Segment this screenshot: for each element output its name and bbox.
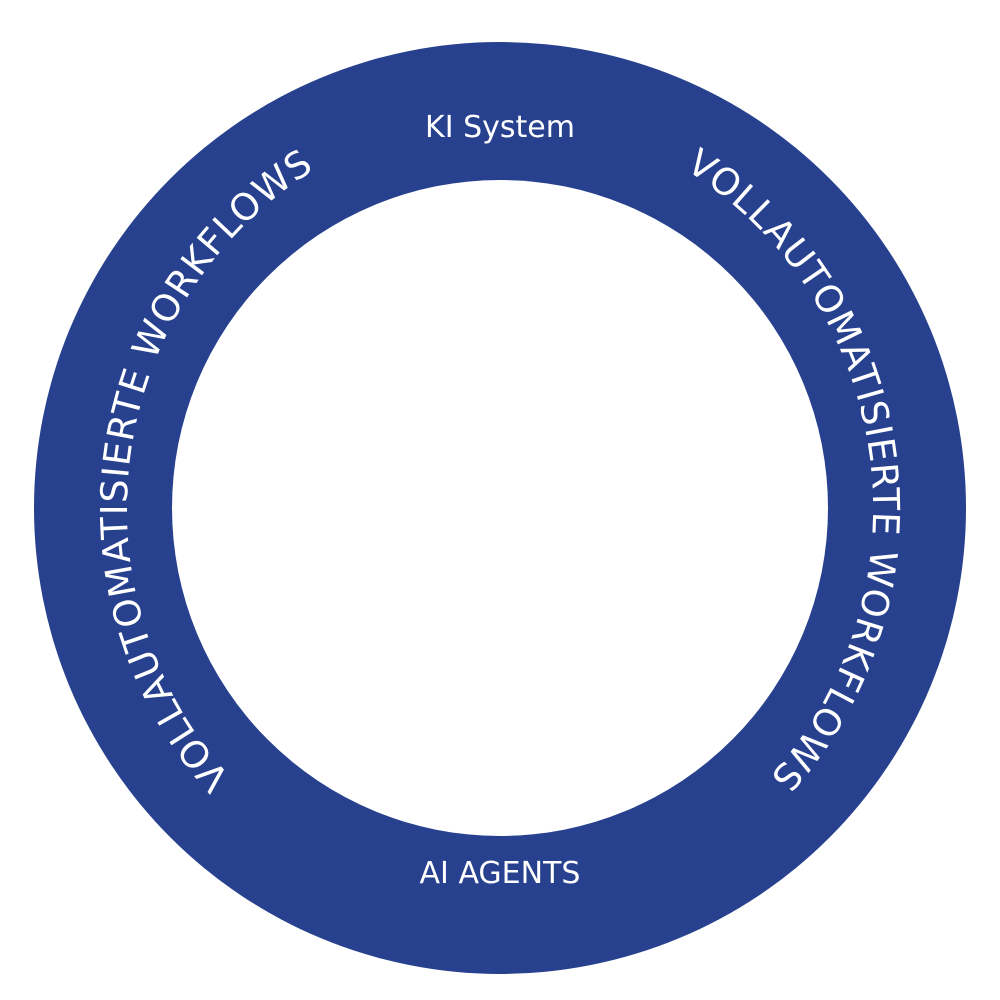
top-label: KI System [425,110,575,145]
bottom-label: AI AGENTS [420,856,581,891]
inner-circle [172,180,828,836]
